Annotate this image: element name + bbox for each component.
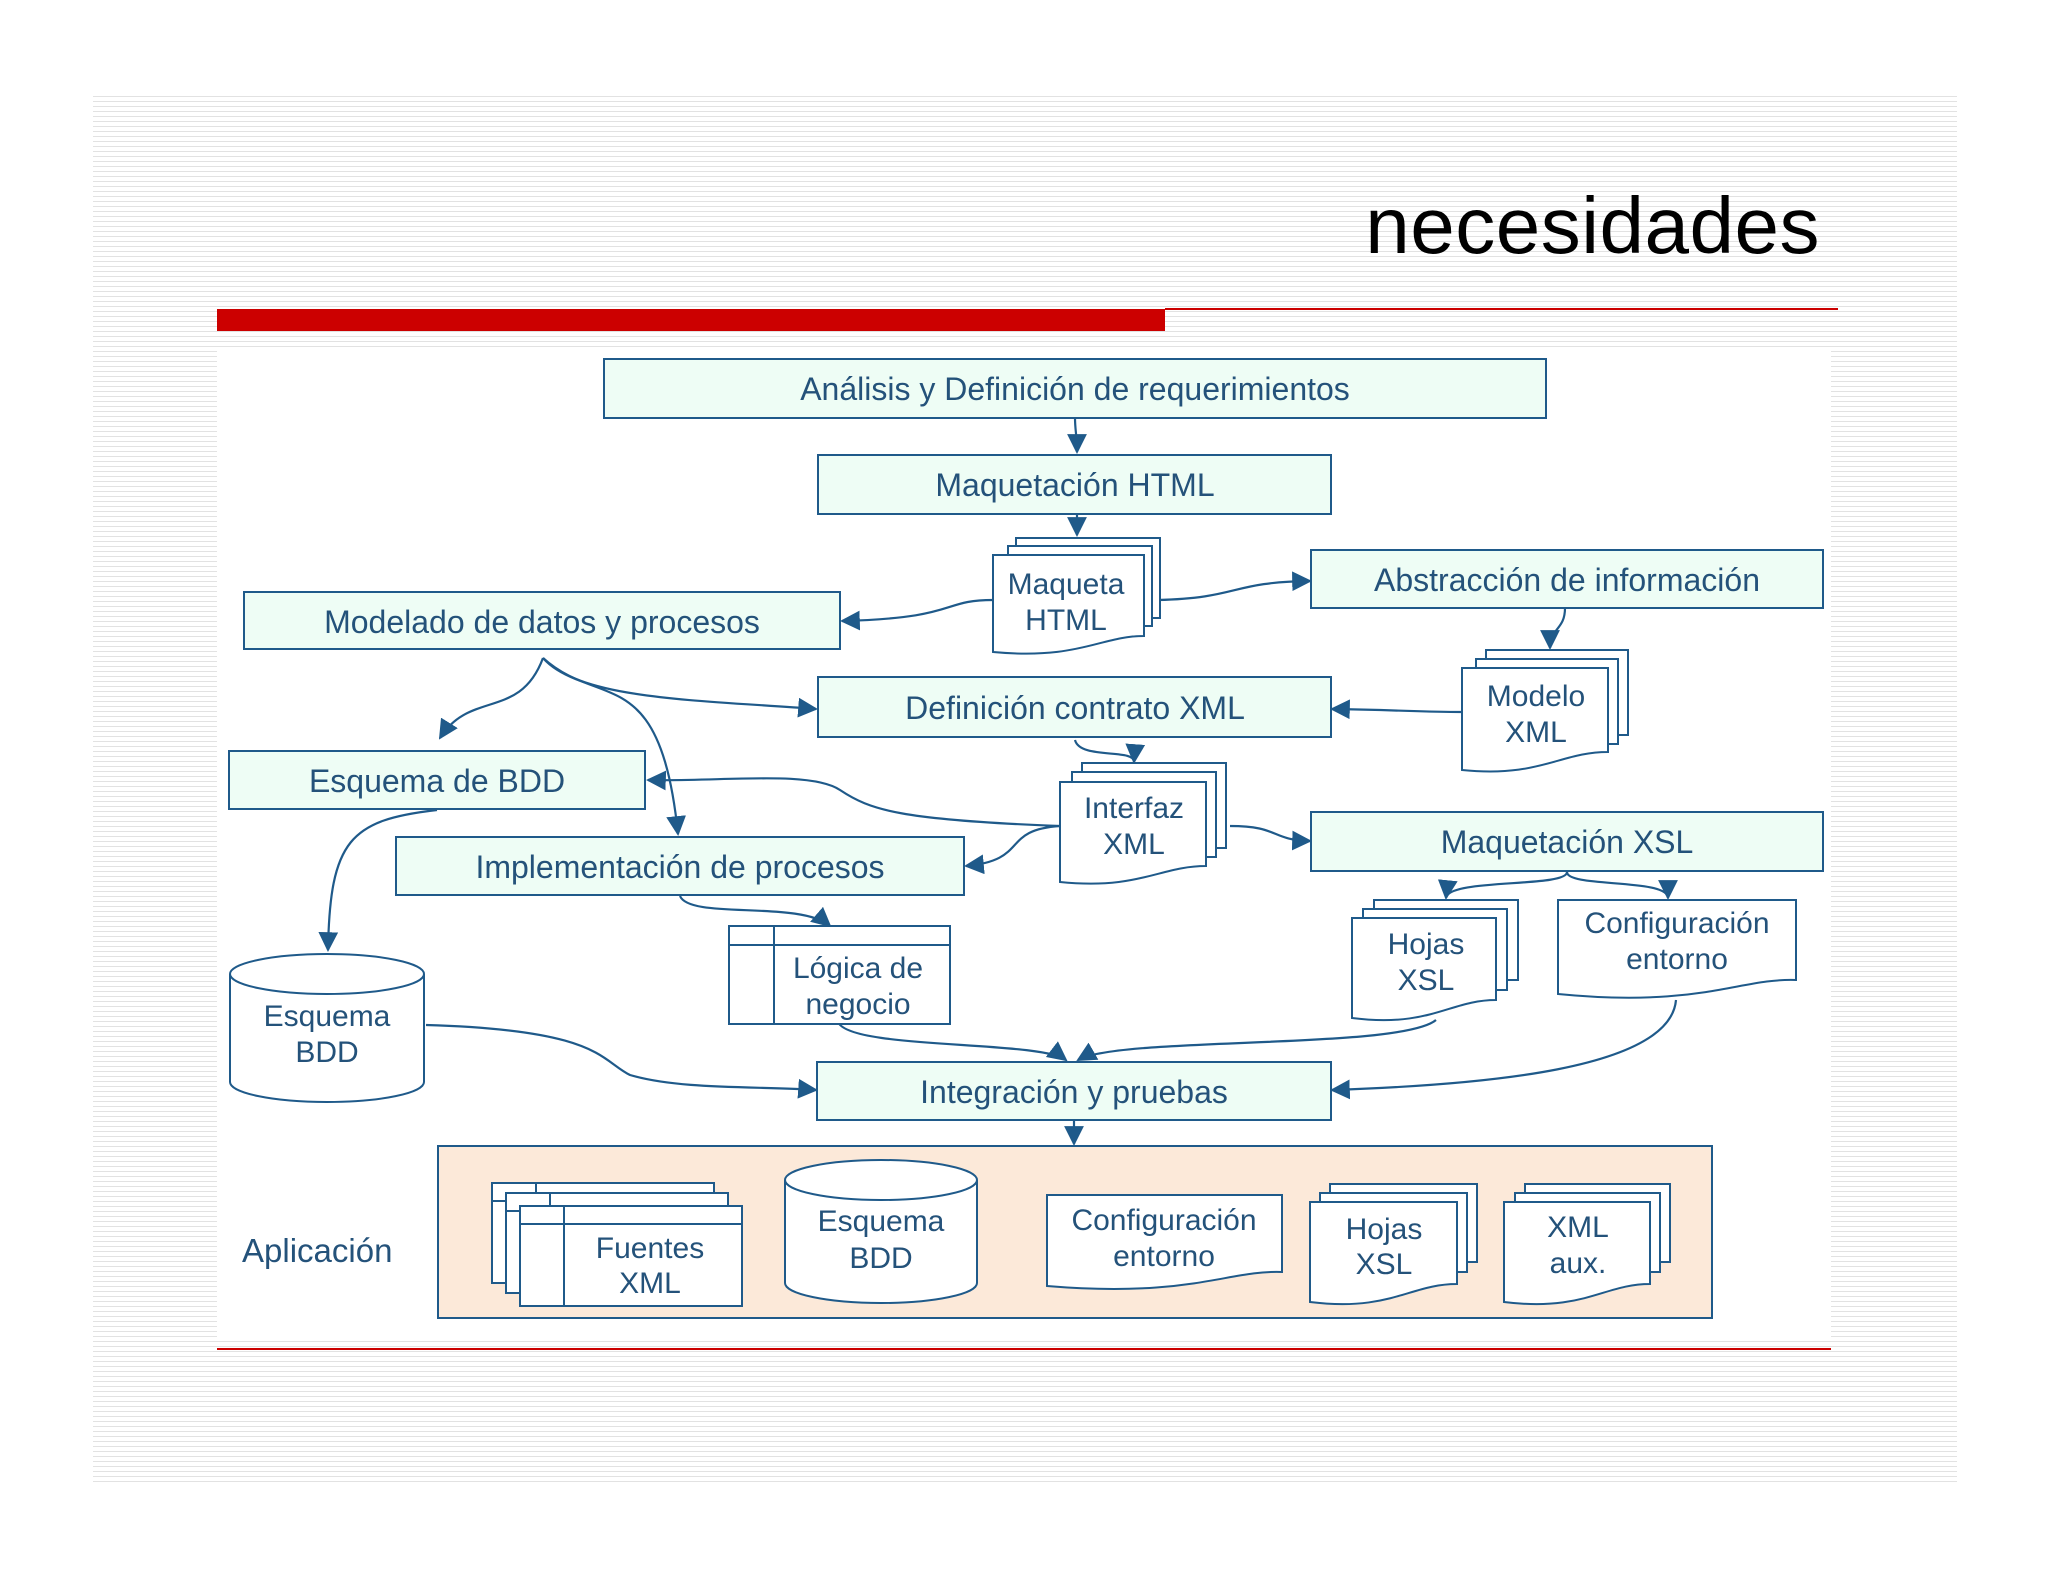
arrow-xsl-to-hojas [1438, 871, 1569, 900]
arrow-interfaz-to-esquema [646, 770, 1061, 828]
app-fuentes-line1: Fuentes [596, 1232, 704, 1265]
process-modelado-label: Modelado de datos y procesos [324, 604, 760, 640]
aplicacion-label: Aplicación [242, 1232, 392, 1269]
artifact-configuracion-line1: Configuración [1584, 907, 1769, 940]
artifact-logica-line2: negocio [805, 988, 910, 1021]
app-fuentes-line2: XML [619, 1267, 681, 1300]
app-esquema-line1: Esquema [818, 1205, 945, 1238]
process-maquetacion-html-label: Maquetación HTML [935, 467, 1214, 503]
process-abstraccion-label: Abstracción de información [1374, 562, 1760, 598]
app-esquema-line2: BDD [849, 1242, 912, 1275]
app-configuracion-entorno [1046, 1194, 1283, 1290]
connectors [318, 417, 1678, 1146]
artifact-modelo-xml [1461, 649, 1629, 773]
process-integracion-label: Integración y pruebas [920, 1074, 1228, 1110]
artifact-modelo-xml-line2: XML [1505, 716, 1567, 749]
arrow-config-to-integracion [1330, 999, 1678, 1100]
artifact-maqueta-html-line2: HTML [1025, 604, 1107, 637]
arrow-modelo-to-contrato [1330, 699, 1463, 720]
artifact-hojas-xsl-line1: Hojas [1388, 928, 1465, 961]
artifact-configuracion-entorno [1557, 899, 1797, 999]
slide-title: necesidades [1365, 181, 1820, 270]
arrow-logica-to-integracion [836, 1021, 1068, 1062]
app-hojas-xsl [1309, 1183, 1478, 1306]
arrow-db-to-integracion [425, 1023, 818, 1099]
app-fuentes-xml [491, 1182, 743, 1307]
arrow-interfaz-to-implementacion [964, 824, 1061, 875]
arrow-maqueta-to-modelado [840, 598, 994, 631]
artifact-logica-negocio [728, 925, 951, 1025]
arrow-modelado-to-implementacion [542, 657, 687, 836]
artifact-interfaz-xml-line2: XML [1103, 828, 1165, 861]
artifact-configuracion-line2: entorno [1626, 943, 1728, 976]
artifact-interfaz-xml-line1: Interfaz [1084, 792, 1184, 825]
process-esquema-bdd [228, 750, 646, 810]
process-analisis-label: Análisis y Definición de requerimientos [800, 371, 1350, 407]
artifact-interfaz-xml [1059, 762, 1227, 885]
process-maquetacion-html [817, 454, 1332, 515]
process-maquetacion-xsl-label: Maquetación XSL [1441, 824, 1694, 860]
process-esquema-bdd-label: Esquema de BDD [309, 763, 565, 799]
app-config-line2: entorno [1113, 1240, 1215, 1273]
app-xmlaux-line1: XML [1547, 1211, 1609, 1244]
process-definicion-contrato [817, 676, 1332, 738]
artifact-logica-line1: Lógica de [793, 952, 923, 985]
artifact-esquema-bdd-line1: Esquema [264, 1000, 391, 1033]
artifact-maqueta-html [992, 537, 1161, 655]
artifact-hojas-xsl [1351, 899, 1519, 1022]
process-definicion-contrato-label: Definición contrato XML [905, 690, 1245, 726]
app-xml-aux [1503, 1183, 1671, 1306]
process-maquetacion-xsl [1310, 811, 1824, 872]
arrow-implementacion-to-logica [678, 895, 832, 928]
artifact-esquema-bdd-db [229, 953, 425, 1103]
process-integracion [816, 1061, 1332, 1121]
process-modelado [243, 591, 841, 650]
title-accent-bar [217, 309, 1165, 331]
artifact-modelo-xml-line1: Modelo [1487, 680, 1585, 713]
app-config-line1: Configuración [1071, 1204, 1256, 1237]
app-hojas-line2: XSL [1356, 1248, 1413, 1281]
artifact-esquema-bdd-line2: BDD [295, 1036, 358, 1069]
artifact-hojas-xsl-line2: XSL [1398, 964, 1455, 997]
app-xmlaux-line2: aux. [1550, 1247, 1607, 1280]
app-esquema-bdd [784, 1159, 978, 1304]
arrow-abstraccion-to-modelo [1540, 607, 1567, 650]
footer-rule [217, 1348, 1831, 1350]
arrow-modelado-to-esquema [438, 657, 545, 740]
arrow-hojas-to-integracion [1076, 1019, 1437, 1061]
arrow-xsl-to-config [1565, 871, 1678, 900]
arrow-analisis-to-maquetacion [1067, 417, 1087, 454]
title-accent-line [1165, 308, 1838, 310]
app-hojas-line1: Hojas [1346, 1213, 1423, 1246]
arrow-contrato-to-interfaz [1073, 739, 1146, 764]
artifact-maqueta-html-line1: Maqueta [1008, 568, 1125, 601]
process-analisis [603, 358, 1547, 419]
process-implementacion [395, 836, 965, 896]
process-implementacion-label: Implementación de procesos [475, 849, 884, 885]
arrow-esquema-to-db [318, 808, 438, 952]
arrow-maqueta-to-abstraccion [1157, 571, 1312, 602]
process-abstraccion [1310, 549, 1824, 609]
arrow-interfaz-to-xsl [1229, 824, 1312, 851]
